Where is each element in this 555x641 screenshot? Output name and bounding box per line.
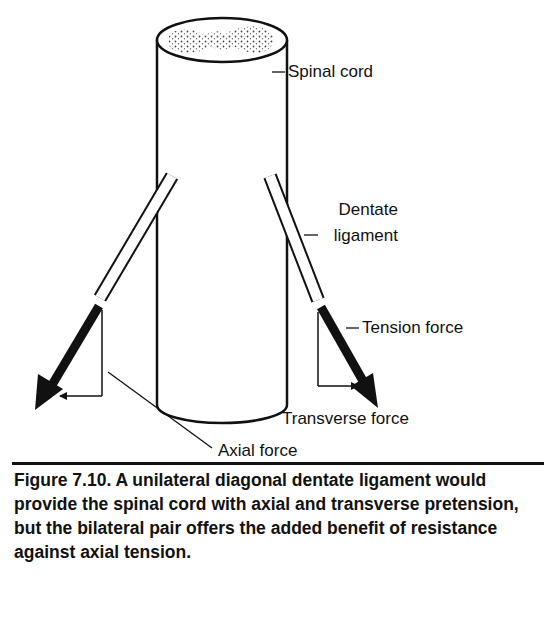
dentate-ligament-right <box>270 176 318 300</box>
force-label: Axial force <box>218 440 297 462</box>
figure-caption: Figure 7.10. A unilateral diagonal denta… <box>14 468 540 564</box>
part-label: Spinal cord <box>288 61 373 83</box>
gray-matter-texture <box>168 26 274 52</box>
tension-arrow-right <box>321 307 363 381</box>
axial-component <box>101 310 103 396</box>
force-label: Tension force <box>362 317 463 339</box>
cord-cross-section <box>157 18 287 62</box>
caption-rule <box>12 462 544 465</box>
transverse-component <box>60 395 102 397</box>
transverse-component <box>318 385 358 387</box>
dentate-ligament-left <box>100 176 172 298</box>
part-label: Dentate ligament <box>320 197 398 249</box>
axial-component <box>317 312 319 386</box>
force-label: Transverse force <box>282 408 409 430</box>
leader-line <box>304 234 318 235</box>
leader-line <box>272 71 285 72</box>
tension-arrow-left <box>52 306 99 385</box>
leader-line <box>108 372 212 448</box>
leader-line <box>346 327 359 328</box>
spinal-cord-outline <box>157 40 287 423</box>
